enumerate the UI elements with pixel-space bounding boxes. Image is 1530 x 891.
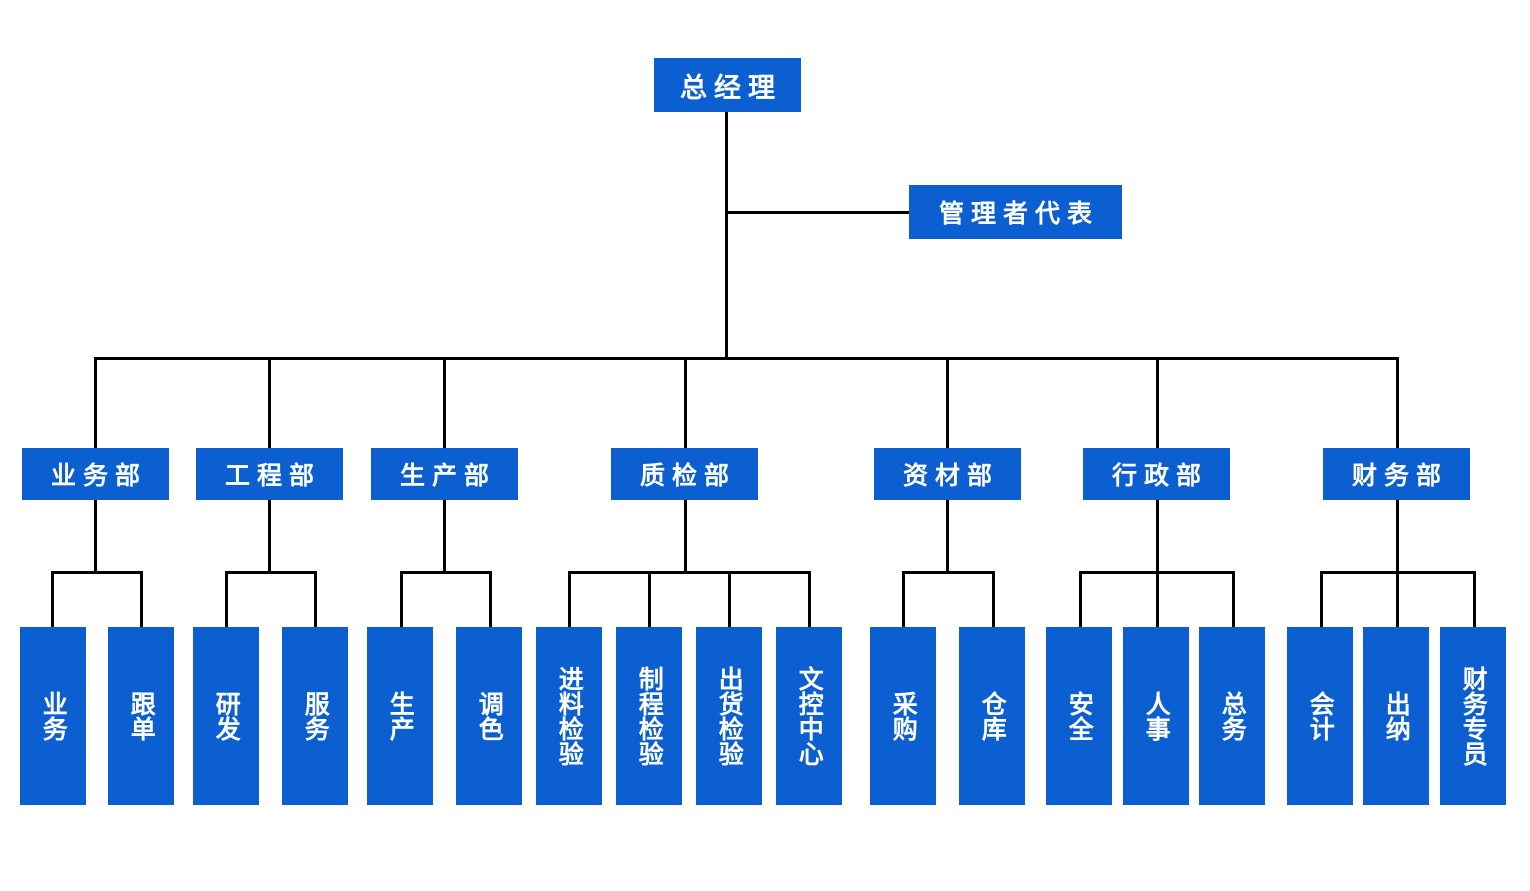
node-leaf-finance-accounting[interactable]: 会计 — [1287, 627, 1353, 805]
node-leaf-admin-general-affairs[interactable]: 总务 — [1199, 627, 1265, 805]
node-dept-administration[interactable]: 行政部 — [1083, 448, 1230, 500]
connector-group5-stem — [946, 500, 949, 573]
node-management-representative[interactable]: 管理者代表 — [909, 185, 1122, 239]
node-leaf-sales-order-follow[interactable]: 跟单 — [108, 627, 174, 805]
node-dept-materials[interactable]: 资材部 — [874, 448, 1021, 500]
node-leaf-engineering-rnd[interactable]: 研发 — [193, 627, 259, 805]
connector-group3-bus — [400, 571, 492, 574]
connector-group7-leaf-3 — [1473, 571, 1476, 628]
connector-group2-stem — [268, 500, 271, 573]
connector-group4-leaf-4 — [808, 571, 811, 628]
connector-group4-leaf-2 — [648, 571, 651, 628]
node-leaf-finance-cashier[interactable]: 出纳 — [1363, 627, 1429, 805]
node-dept-quality[interactable]: 质检部 — [611, 448, 758, 500]
node-root-general-manager[interactable]: 总经理 — [654, 58, 801, 112]
node-leaf-finance-specialist[interactable]: 财务专员 — [1440, 627, 1506, 805]
connector-staff-branch — [725, 211, 911, 214]
connector-group4-bus — [568, 571, 811, 574]
node-leaf-materials-purchasing[interactable]: 采购 — [870, 627, 936, 805]
connector-group4-leaf-3 — [728, 571, 731, 628]
node-leaf-quality-document-control[interactable]: 文控中心 — [776, 627, 842, 805]
connector-group2-leaf-2 — [314, 571, 317, 628]
connector-dept-drop-4 — [684, 357, 687, 448]
connector-group5-bus — [902, 571, 995, 574]
connector-dept-drop-5 — [946, 357, 949, 448]
connector-group6-leaf-3 — [1232, 571, 1235, 628]
node-leaf-sales-business[interactable]: 业务 — [20, 627, 86, 805]
node-dept-finance[interactable]: 财务部 — [1323, 448, 1470, 500]
connector-group1-leaf-1 — [51, 571, 54, 628]
node-leaf-production-manufacturing[interactable]: 生产 — [367, 627, 433, 805]
connector-dept-drop-3 — [443, 357, 446, 448]
node-leaf-quality-outgoing-inspection[interactable]: 出货检验 — [696, 627, 762, 805]
connector-dept-drop-1 — [94, 357, 97, 448]
node-leaf-production-color-matching[interactable]: 调色 — [456, 627, 522, 805]
connector-dept-drop-6 — [1156, 357, 1159, 448]
connector-group3-leaf-1 — [400, 571, 403, 628]
node-leaf-admin-safety[interactable]: 安全 — [1046, 627, 1112, 805]
connector-group1-bus — [51, 571, 143, 574]
connector-main-bus — [95, 357, 1398, 360]
node-dept-sales[interactable]: 业务部 — [22, 448, 169, 500]
connector-group3-stem — [443, 500, 446, 573]
connector-dept-drop-7 — [1396, 357, 1399, 448]
connector-group1-leaf-2 — [140, 571, 143, 628]
connector-group4-stem — [684, 500, 687, 573]
node-leaf-materials-warehouse[interactable]: 仓库 — [959, 627, 1025, 805]
node-leaf-engineering-service[interactable]: 服务 — [282, 627, 348, 805]
connector-group7-leaf-2 — [1396, 571, 1399, 628]
connector-group2-bus — [225, 571, 317, 574]
connector-group7-stem — [1396, 500, 1399, 573]
node-leaf-quality-incoming-inspection[interactable]: 进料检验 — [536, 627, 602, 805]
connector-group6-stem — [1156, 500, 1159, 573]
node-leaf-quality-process-inspection[interactable]: 制程检验 — [616, 627, 682, 805]
connector-group3-leaf-2 — [489, 571, 492, 628]
connector-group2-leaf-1 — [225, 571, 228, 628]
connector-group1-stem — [94, 500, 97, 573]
node-leaf-admin-human-resources[interactable]: 人事 — [1123, 627, 1189, 805]
connector-group6-leaf-2 — [1156, 571, 1159, 628]
connector-group6-leaf-1 — [1079, 571, 1082, 628]
connector-root-trunk — [725, 112, 728, 358]
connector-dept-drop-2 — [268, 357, 271, 448]
connector-group5-leaf-2 — [992, 571, 995, 628]
node-dept-production[interactable]: 生产部 — [371, 448, 518, 500]
connector-group5-leaf-1 — [902, 571, 905, 628]
connector-group4-leaf-1 — [568, 571, 571, 628]
node-dept-engineering[interactable]: 工程部 — [196, 448, 343, 500]
connector-group7-leaf-1 — [1320, 571, 1323, 628]
